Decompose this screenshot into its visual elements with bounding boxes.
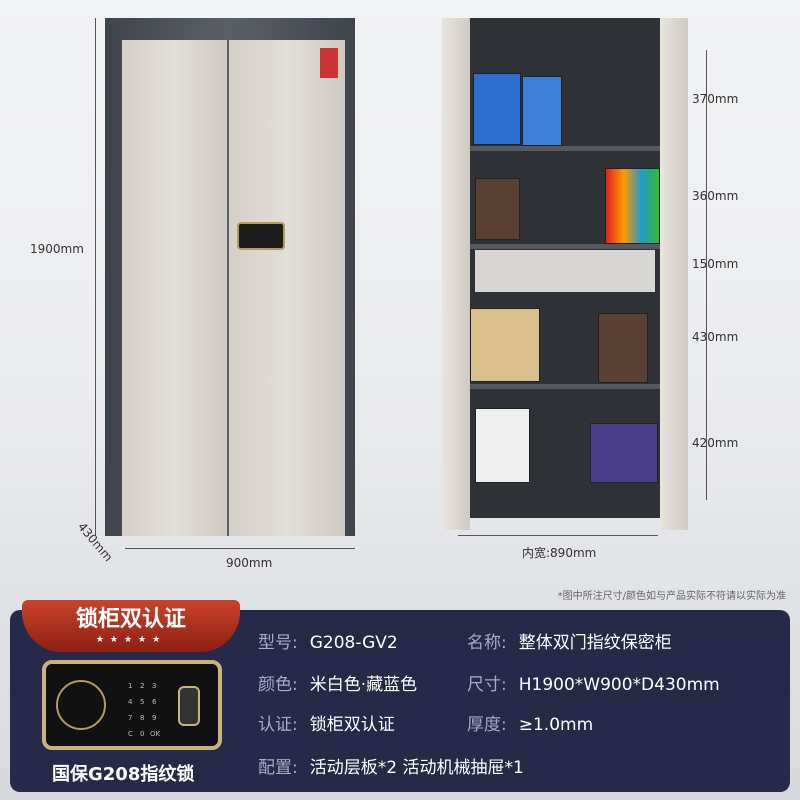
certificate-frame (475, 178, 520, 240)
spec-value: H1900*W900*D430mm (518, 675, 720, 695)
key: OK (150, 730, 161, 738)
lock-caption: 国保G208指纹锁 (52, 764, 195, 785)
binders (475, 408, 530, 483)
spec-label: 厚度: (467, 715, 507, 735)
left-door (122, 40, 227, 536)
section-dimension-line (706, 50, 707, 500)
spec-label: 名称: (467, 633, 507, 653)
section-label: 420mm (692, 436, 739, 450)
width-dimension-line (125, 548, 355, 549)
key: 0 (140, 730, 145, 738)
certification-label (320, 48, 338, 78)
colored-binders (605, 168, 660, 244)
spec-value: ≥1.0mm (518, 715, 594, 735)
shelf (470, 384, 660, 389)
fingerprint-lock (237, 222, 285, 250)
drawer (475, 250, 655, 292)
fingerprint-sensor-icon (178, 686, 200, 726)
key: 3 (152, 682, 157, 690)
key: 6 (152, 698, 157, 706)
spec-model: 型号: G208-GV2 (258, 628, 398, 653)
key: 1 (128, 682, 133, 690)
spec-configuration: 配置: 活动层板*2 活动机械抽屉*1 (258, 753, 524, 778)
section-label: 360mm (692, 189, 739, 203)
certification-badge: 锁柜双认证 ★★★★★ (22, 600, 240, 652)
key: 5 (140, 698, 145, 706)
shelf (470, 146, 660, 151)
spec-value: 整体双门指纹保密柜 (518, 633, 672, 653)
inner-width-line (458, 535, 658, 536)
spec-label: 认证: (258, 715, 298, 735)
shelf (470, 244, 660, 249)
box-stack (590, 423, 658, 483)
spec-thickness: 厚度: ≥1.0mm (467, 710, 593, 735)
badge-title: 锁柜双认证 (75, 607, 186, 632)
spec-label: 颜色: (258, 675, 298, 695)
open-right-door (660, 18, 688, 530)
document-stack (470, 308, 540, 382)
spec-label: 配置: (258, 758, 298, 778)
section-label: 370mm (692, 92, 739, 106)
height-dimension-line (95, 18, 96, 536)
knob-icon (56, 680, 106, 730)
inner-width-label: 内宽:890mm (522, 546, 597, 560)
key: 2 (140, 682, 145, 690)
disclaimer-note: *图中所注尺寸/颜色如与产品实际不符请以实际为准 (557, 591, 786, 602)
section-label: 430mm (692, 330, 739, 344)
width-label: 900mm (226, 556, 273, 570)
closed-cabinet (105, 18, 355, 536)
key: 4 (128, 698, 133, 706)
spec-color: 颜色: 米白色·藏蓝色 (258, 670, 417, 695)
section-label: 150mm (692, 257, 739, 271)
spec-value: G208-GV2 (309, 633, 398, 653)
spec-label: 尺寸: (467, 675, 507, 695)
spec-certification: 认证: 锁柜双认证 (258, 710, 395, 735)
height-label: 1900mm (30, 242, 84, 256)
spec-name: 名称: 整体双门指纹保密柜 (467, 628, 672, 653)
certificate-frame (598, 313, 648, 383)
spec-value: 锁柜双认证 (309, 715, 395, 735)
key: 7 (128, 714, 133, 722)
open-left-door (442, 18, 470, 530)
right-door (229, 40, 345, 536)
open-cabinet-interior (470, 18, 660, 518)
lock-image: 1 2 3 4 5 6 7 8 9 C 0 OK (42, 660, 222, 750)
spec-value: 米白色·藏蓝色 (309, 675, 418, 695)
key: 9 (152, 714, 157, 722)
spec-size: 尺寸: H1900*W900*D430mm (467, 670, 720, 695)
binders (522, 76, 562, 146)
key: 8 (140, 714, 145, 722)
badge-stars: ★★★★★ (95, 635, 167, 645)
key: C (128, 730, 133, 738)
spec-value: 活动层板*2 活动机械抽屉*1 (309, 758, 524, 778)
binders (473, 73, 521, 145)
spec-label: 型号: (258, 633, 298, 653)
